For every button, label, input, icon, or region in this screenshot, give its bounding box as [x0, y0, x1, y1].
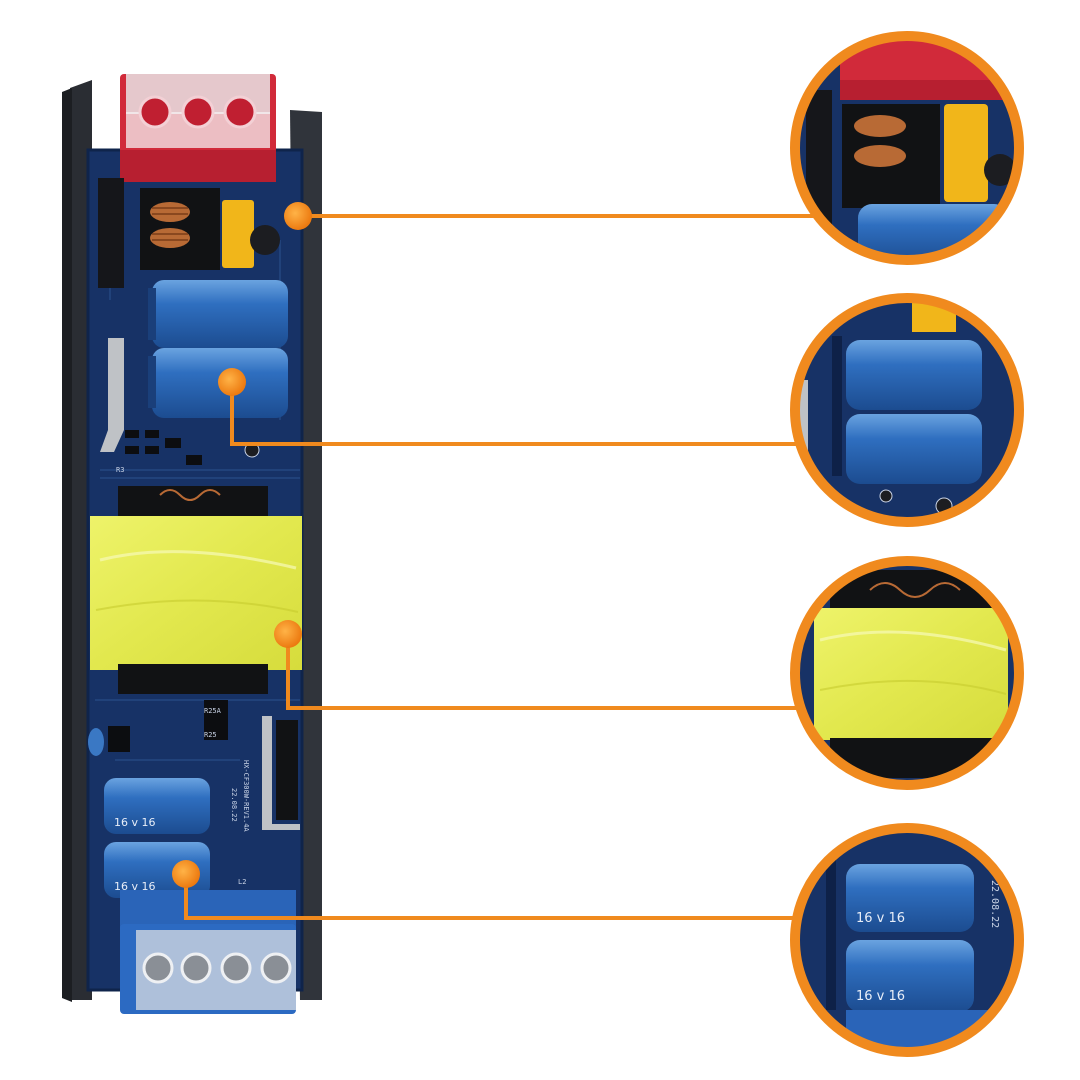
common-mode-choke [140, 188, 220, 270]
capacitor-marking: 16 v 16 [856, 911, 905, 926]
output-terminal-block [120, 890, 296, 1014]
board-model-label: HX-CF300W-REV1.4A [242, 760, 250, 832]
marker-dot [218, 368, 246, 396]
capacitor-marking: 16 v 16 [856, 989, 905, 1004]
power-supply-board: 16 v 16 16 v 16 HX-CF300W-REV1.4A 22.08.… [62, 74, 322, 1014]
marker-dot [172, 860, 200, 888]
bulk-capacitor-2 [148, 348, 288, 418]
silk-r3: R3 [116, 466, 124, 474]
silk-r25a: R25A [204, 707, 222, 715]
output-diode [276, 720, 298, 820]
zoom-input-filter [790, 31, 1024, 265]
board-date-label: 22.08.22 [989, 880, 1000, 928]
transformer [90, 486, 302, 694]
capacitor-marking: 16 v 16 [114, 880, 156, 893]
board-date-label: 22.08.22 [230, 788, 238, 822]
callout-lines [184, 214, 820, 920]
capacitor-marking: 16 v 16 [114, 816, 156, 829]
zoom-transformer [790, 556, 1024, 790]
output-capacitor-1: 16 v 16 [104, 778, 210, 834]
silk-r28: L2 [238, 878, 246, 886]
zoom-bulk-capacitors [790, 293, 1024, 527]
callout-markers [172, 202, 312, 888]
x-capacitor [222, 200, 254, 268]
marker-dot [274, 620, 302, 648]
marker-dot [284, 202, 312, 230]
bulk-capacitor-1 [148, 280, 288, 348]
input-terminal-block [120, 74, 276, 182]
zoom-output-capacitors: 16 v 16 16 v 16 22.08.22 [790, 823, 1024, 1057]
silk-r25: R25 [204, 731, 217, 739]
